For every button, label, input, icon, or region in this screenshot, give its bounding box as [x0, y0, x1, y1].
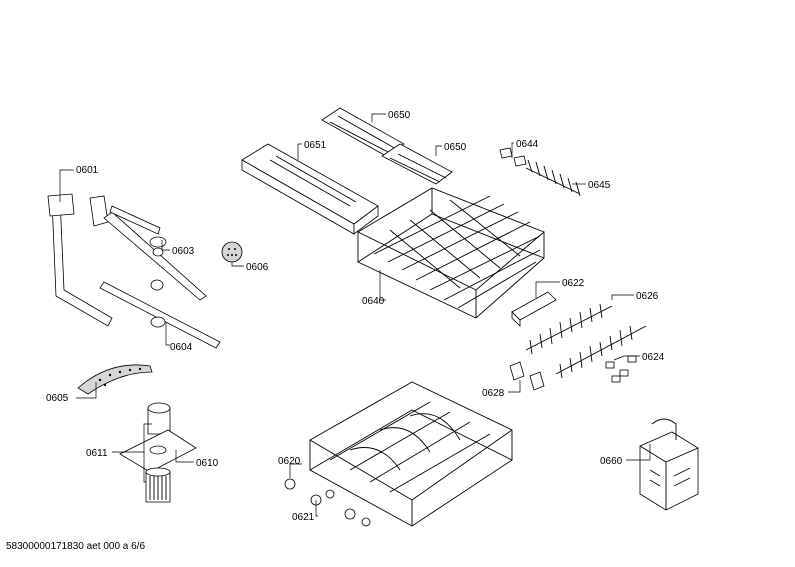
label-0645: 0645 — [588, 180, 611, 191]
part-0604-lower-spray-arm — [99, 279, 221, 349]
label-0605: 0605 — [46, 393, 69, 404]
part-0628-hinges — [509, 361, 545, 391]
label-0603: 0603 — [172, 246, 195, 257]
part-0644-clip — [499, 147, 527, 167]
part-0650-rack-insert-mid — [381, 143, 453, 185]
label-0604: 0604 — [170, 342, 193, 353]
label-0624: 0624 — [642, 352, 665, 363]
part-0620-0621-wheels — [284, 478, 371, 527]
label-0640: 0640 — [362, 296, 385, 307]
label-0660: 0660 — [600, 456, 623, 467]
label-0650-mid: 0650 — [444, 142, 467, 153]
part-0651-cutlery-tray — [241, 143, 379, 235]
label-0626: 0626 — [636, 291, 659, 302]
part-0610-0611-filter-assembly — [119, 402, 197, 503]
part-0640-upper-basket — [357, 187, 545, 319]
label-0601: 0601 — [76, 165, 99, 176]
part-0626-tine-rows — [525, 303, 647, 379]
part-labels: 0601 0603 0604 0605 0606 0610 0611 0620 … — [46, 110, 665, 523]
label-0621: 0621 — [292, 512, 315, 523]
label-0650-top: 0650 — [388, 110, 411, 121]
label-0644: 0644 — [516, 139, 539, 150]
part-0622-holder — [511, 291, 557, 327]
part-0660-cutlery-basket — [639, 418, 699, 511]
part-0650-rack-insert-top — [321, 107, 405, 157]
part-0605-filter-plate — [77, 364, 153, 395]
label-0622: 0622 — [562, 278, 585, 289]
leader-lines — [59, 113, 651, 517]
label-0651: 0651 — [304, 140, 327, 151]
label-0611: 0611 — [86, 448, 108, 459]
part-0606-round-filter — [221, 241, 243, 263]
part-0645-fold-down-rack — [525, 159, 581, 197]
label-0610: 0610 — [196, 458, 219, 469]
drawing-reference-number: 58300000171830 aet 000 a 6/6 — [6, 541, 146, 552]
part-lower-basket — [309, 381, 513, 527]
part-0624-clips — [605, 355, 637, 383]
label-0620: 0620 — [278, 456, 301, 467]
label-0628: 0628 — [482, 388, 505, 399]
label-0606: 0606 — [246, 262, 269, 273]
part-0601-supply-pipe — [47, 193, 113, 327]
